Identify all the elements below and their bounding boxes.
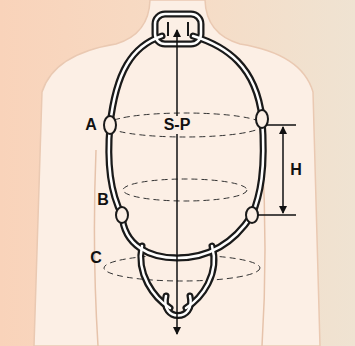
axis-label: S-P (162, 116, 193, 134)
brace-frame (109, 14, 264, 316)
point-label: A (85, 117, 97, 133)
clasp (168, 22, 188, 36)
level-ellipse (123, 179, 247, 201)
point-label: C (90, 250, 102, 266)
body-silhouette (34, 0, 320, 346)
dimension-label: H (290, 162, 302, 178)
joint-ring (104, 110, 268, 223)
level-ellipse (107, 113, 263, 137)
arm-line (94, 150, 98, 346)
point-label: B (97, 192, 109, 208)
axis-arrow (176, 30, 178, 334)
